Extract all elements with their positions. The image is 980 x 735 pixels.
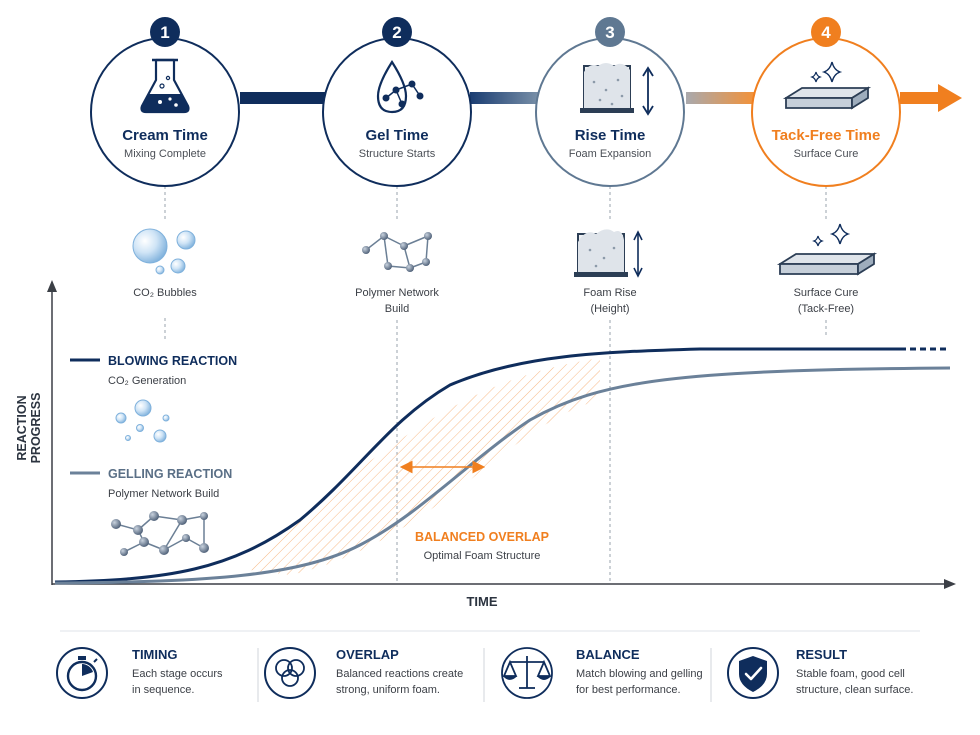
stage-1-number-badge (150, 17, 180, 47)
stopwatch-icon (56, 647, 108, 699)
reaction-curves: BALANCED OVERLAP Optimal Foam Structure (54, 347, 951, 585)
stage-2-caption-line1: Polymer Network (355, 287, 439, 299)
stage-4-number: 4 (821, 23, 831, 42)
footer-result-title: RESULT (796, 647, 847, 662)
stage-3-number-badge (595, 17, 625, 47)
bubbles-icon (132, 228, 196, 275)
footer-result: RESULT Stable foam, good cell structure,… (727, 647, 913, 699)
footer-overlap-title: OVERLAP (336, 647, 399, 662)
footer-overlap: OVERLAP Balanced reactions create strong… (264, 647, 463, 699)
x-axis-label: TIME (466, 594, 497, 609)
footer-overlap-line1: Balanced reactions create (336, 668, 463, 680)
overlap-title: BALANCED OVERLAP (415, 530, 549, 544)
x-axis-arrow (944, 579, 956, 589)
connector-4-end (900, 92, 940, 104)
stage-3-title: Rise Time (575, 127, 646, 144)
stage-1: 1 Cream Time Mixing Complete CO₂ Bubbles (90, 17, 240, 299)
stage-2-title: Gel Time (365, 127, 428, 144)
connector-3-4 (686, 92, 754, 104)
stage-2-number: 2 (392, 23, 401, 42)
stage-3-caption-line1: Foam Rise (583, 287, 636, 299)
stage-3-subtitle: Foam Expansion (569, 148, 652, 160)
footer-balance-title: BALANCE (576, 647, 640, 662)
footer-timing-line2: in sequence. (132, 684, 194, 696)
stage-2-subtitle: Structure Starts (359, 148, 436, 160)
legend-blowing-title: BLOWING REACTION (108, 354, 237, 368)
footer-overlap-line2: strong, uniform foam. (336, 684, 440, 696)
stage-4-circle (751, 37, 901, 187)
footer-timing-line1: Each stage occurs (132, 668, 223, 680)
polymer-network-icon (362, 232, 432, 272)
stage-3-number: 3 (605, 23, 614, 42)
footer-balance: BALANCE Match blowing and gelling for be… (501, 647, 703, 699)
footer-balance-line2: for best performance. (576, 684, 681, 696)
footer-result-line1: Stable foam, good cell (796, 668, 905, 680)
stage-1-number: 1 (160, 23, 169, 42)
legend-gelling-title: GELLING REACTION (108, 467, 232, 481)
stage-2-caption-line2: Build (385, 303, 409, 315)
stage-4-caption-line2: (Tack-Free) (798, 303, 854, 315)
foam-container-icon (580, 63, 654, 116)
surface-cure-icon (776, 223, 878, 276)
cured-slab-icon (782, 61, 872, 110)
y-axis-label-line1: REACTION (15, 395, 29, 460)
stage-1-caption: CO₂ Bubbles (133, 287, 197, 299)
connector-1-2 (240, 92, 326, 104)
y-axis-arrow (47, 280, 57, 292)
stage-4-subtitle: Surface Cure (794, 148, 859, 160)
stage-guides (164, 186, 827, 583)
timeline-connectors (240, 84, 962, 112)
stage-3-caption-line2: (Height) (590, 303, 629, 315)
legend: BLOWING REACTION CO₂ Generation GELLING … (70, 354, 237, 556)
connector-2-3 (470, 92, 542, 104)
stage-1-subtitle: Mixing Complete (124, 148, 206, 160)
legend-polymer-network-icon (111, 511, 209, 556)
stage-2-number-badge (382, 17, 412, 47)
stage-4: 4 Tack-Free Time Surface Cure Surface Cu… (751, 17, 901, 315)
y-axis-label-line2: PROGRESS (29, 393, 43, 464)
footer-balance-line1: Match blowing and gelling (576, 668, 703, 680)
footer: TIMING Each stage occurs in sequence. OV… (56, 647, 913, 702)
scales-icon (501, 647, 553, 699)
overlap-circles-icon (264, 647, 316, 699)
overlap-subtitle: Optimal Foam Structure (424, 550, 541, 562)
chart-axes: REACTION PROGRESS TIME (15, 280, 956, 609)
footer-timing-title: TIMING (132, 647, 178, 662)
footer-timing: TIMING Each stage occurs in sequence. (56, 647, 223, 699)
blowing-reaction-curve (54, 347, 900, 584)
stage-1-title: Cream Time (122, 127, 208, 144)
footer-result-line2: structure, clean surface. (796, 684, 913, 696)
stage-4-number-badge (811, 17, 841, 47)
flask-icon (140, 58, 190, 114)
legend-blowing-subtitle: CO₂ Generation (108, 375, 186, 387)
legend-gelling-subtitle: Polymer Network Build (108, 488, 219, 500)
legend-bubbles-icon (115, 399, 170, 443)
stage-4-title: Tack-Free Time (772, 127, 881, 144)
stage-4-caption-line1: Surface Cure (794, 287, 859, 299)
droplet-network-icon (376, 59, 424, 114)
stage-2: 2 Gel Time Structure Starts Polymer Netw… (322, 17, 472, 315)
timeline-arrowhead (938, 84, 962, 112)
stage-3: 3 Rise Time Foam Expansion Foam Rise (He… (535, 17, 685, 315)
foam-rise-icon (574, 229, 643, 278)
shield-check-icon (727, 647, 779, 699)
